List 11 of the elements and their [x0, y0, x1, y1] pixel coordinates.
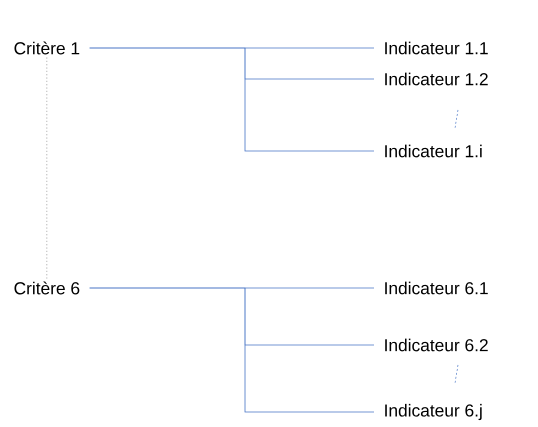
connector-line — [89, 288, 374, 412]
node-label: Indicateur 6.2 — [385, 338, 488, 352]
node-label: Critère 6 — [14, 282, 80, 294]
connector-line — [89, 48, 374, 152]
node-label: Indicateur 1.1 — [385, 42, 488, 54]
node-label: Indicateur 1.2 — [385, 72, 488, 86]
connector-line — [46, 57, 48, 279]
node-label: Indicateur 1.i — [385, 144, 482, 158]
node-label: Critère 1 — [14, 42, 80, 54]
node-label: Indicateur 6.1 — [385, 282, 488, 294]
node-label: Indicateur 6.j — [385, 404, 482, 420]
